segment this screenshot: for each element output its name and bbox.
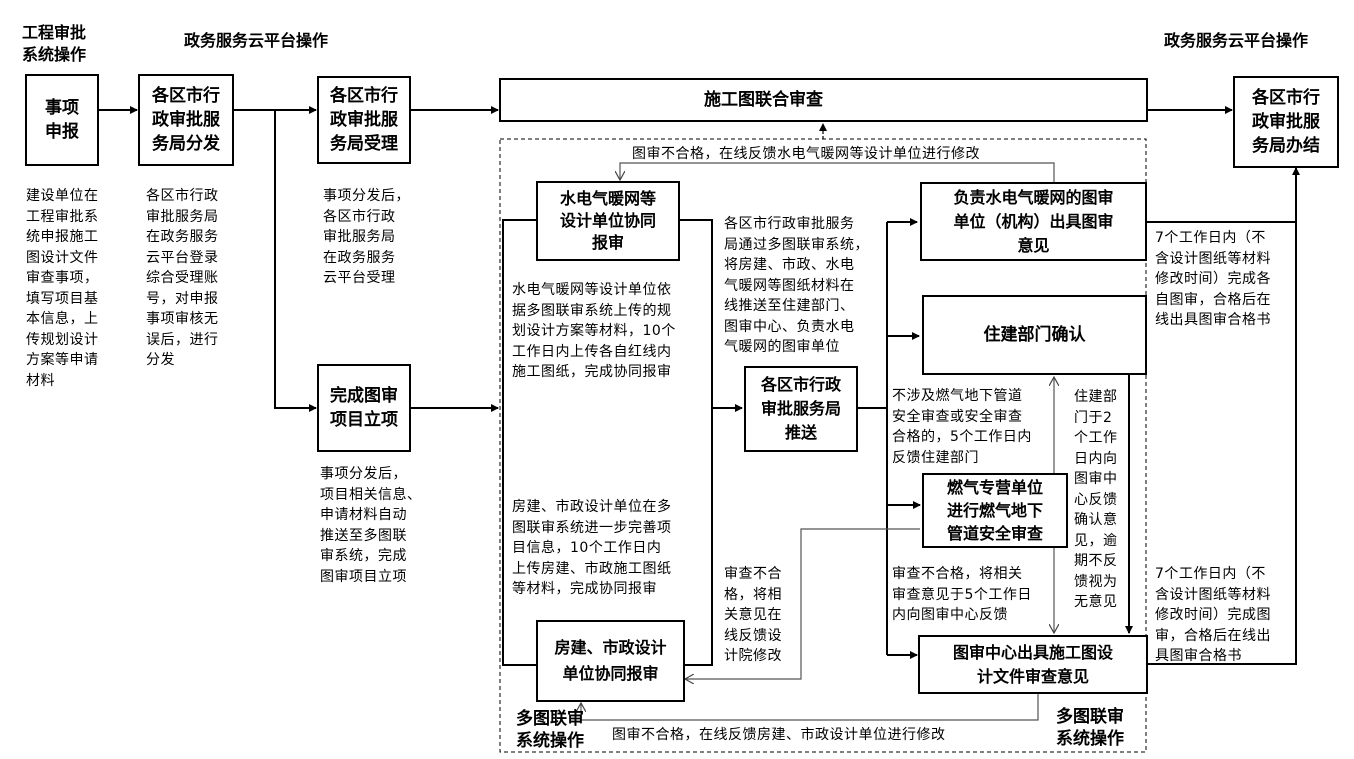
note-apply: 建设单位在 工程审批系 统申报施工 图设计文件 审查事项， 填写项目基 本信息，… — [26, 188, 99, 389]
box-housing-confirm-label: 住建部门确认 — [983, 325, 1086, 345]
box-utility-opinion-label: 负责水电气暖网的图审 单位（机构）出具图审 意见 — [953, 187, 1114, 255]
note-utility-done: 7个工作日内（不 含设计图纸等材料 修改时间）完成各 自图审，合格后在 线出具图… — [1155, 230, 1271, 328]
box-utility-submit-label: 水电气暖网等 设计单位协同 报审 — [559, 189, 656, 252]
box-establish-label: 完成图审 项目立项 — [330, 386, 398, 430]
box-establish: 完成图审 项目立项 — [317, 364, 411, 452]
note-accept: 事项分发后， 各区市行政 审批服务局 在政务服务 云平台受理 — [323, 188, 410, 286]
header-cloud-right: 政务服务云平台操作 — [1164, 31, 1309, 50]
box-housing-confirm: 住建部门确认 — [922, 295, 1147, 375]
box-accept-label: 各区市行 政审批服 务局受理 — [330, 86, 398, 154]
arrow-distribute-establish — [274, 110, 317, 412]
box-finish-label: 各区市行 政审批服 务局办结 — [1252, 88, 1320, 156]
box-utility-opinion: 负责水电气暖网的图审 单位（机构）出具图审 意见 — [920, 182, 1147, 261]
arrow-gas-design — [685, 528, 920, 679]
note-housing: 房建、市政设计单位在多 图联审系统进一步完善项 目信息，10个工作日内 上传房建… — [512, 499, 672, 597]
note-push: 各区市行政审批服务 局通过多图联审系统， 将房建、市政、水电 气暖网等图纸材料在… — [724, 216, 869, 355]
box-apply: 事项 申报 — [25, 74, 99, 166]
note-utility-fail: 图审不合格，在线反馈水电气暖网等设计单位进行修改 — [632, 146, 980, 162]
header-multi-right: 多图联审 系统操作 — [1056, 707, 1124, 749]
box-distribute-label: 各区市行 政审批服 务局分发 — [152, 86, 220, 154]
header-multi-left: 多图联审 系统操作 — [516, 709, 584, 751]
box-joint-review: 施工图联合审查 — [499, 78, 1148, 122]
note-gas-fail-design: 审查不合 格，将相 关意见在 线反馈设 计院修改 — [724, 566, 782, 664]
box-center-opinion-label: 图审中心出具施工图设 计文件审查意见 — [952, 642, 1113, 686]
note-distribute: 各区市行政 审批服务局 在政务服务 云平台登录 综合受理账 号，对申报 事项审核… — [146, 188, 219, 368]
box-apply-label: 事项 申报 — [45, 98, 79, 142]
header-system-op: 工程审批 系统操作 — [22, 23, 87, 64]
box-push: 各区市行政 审批服务局 推送 — [744, 366, 858, 452]
arrow-center-finish — [1148, 167, 1300, 665]
box-gas-review-label: 燃气专营单位 进行燃气地下 管道安全审查 — [946, 478, 1043, 543]
note-center-done: 7个工作日内（不 含设计图纸等材料 修改时间）完成图 审，合格后在线出 具图审合… — [1155, 566, 1271, 664]
note-housing-dept: 住建部 门于2 个工作 日内向 图审中 心反馈 确认意 见，逾 期不反 馈视为 … — [1074, 389, 1118, 610]
bracket-right — [680, 219, 713, 666]
box-center-opinion: 图审中心出具施工图设 计文件审查意见 — [918, 635, 1148, 694]
note-establish: 事项分发后， 项目相关信息、 申请材料自动 推送至多图联 审系统，完成 图审项目… — [320, 466, 422, 585]
note-housing-fail: 图审不合格，在线反馈房建、市政设计单位进行修改 — [612, 727, 946, 743]
bracket-left — [502, 219, 536, 666]
box-gas-review: 燃气专营单位 进行燃气地下 管道安全审查 — [922, 473, 1068, 548]
note-gas-pass: 不涉及燃气地下管道 安全审查或安全审查 合格的，5个工作日内 反馈住建部门 — [892, 388, 1032, 466]
box-utility-submit: 水电气暖网等 设计单位协同 报审 — [536, 181, 680, 261]
box-accept: 各区市行 政审批服 务局受理 — [317, 76, 411, 164]
box-housing-submit: 房建、市政设计 单位协同报审 — [536, 620, 685, 702]
box-distribute: 各区市行 政审批服 务局分发 — [138, 74, 234, 166]
note-utility: 水电气暖网等设计单位依 据多图联审系统上传的规 划设计方案等材料，10个 工作日… — [512, 282, 676, 380]
box-joint-review-label: 施工图联合审查 — [704, 90, 823, 110]
note-gas-fail-center: 审查不合格，将相关 审查意见于5个工作日 内向图审中心反馈 — [892, 566, 1032, 623]
arrow-center-fail — [581, 693, 1039, 721]
box-push-label: 各区市行政 审批服务局 推送 — [760, 375, 841, 442]
header-cloud-left: 政务服务云平台操作 — [184, 31, 329, 50]
box-housing-submit-label: 房建、市政设计 单位协同报审 — [554, 638, 667, 683]
arrow-utility-fail — [620, 162, 1055, 182]
box-finish: 各区市行 政审批服 务局办结 — [1233, 76, 1339, 168]
